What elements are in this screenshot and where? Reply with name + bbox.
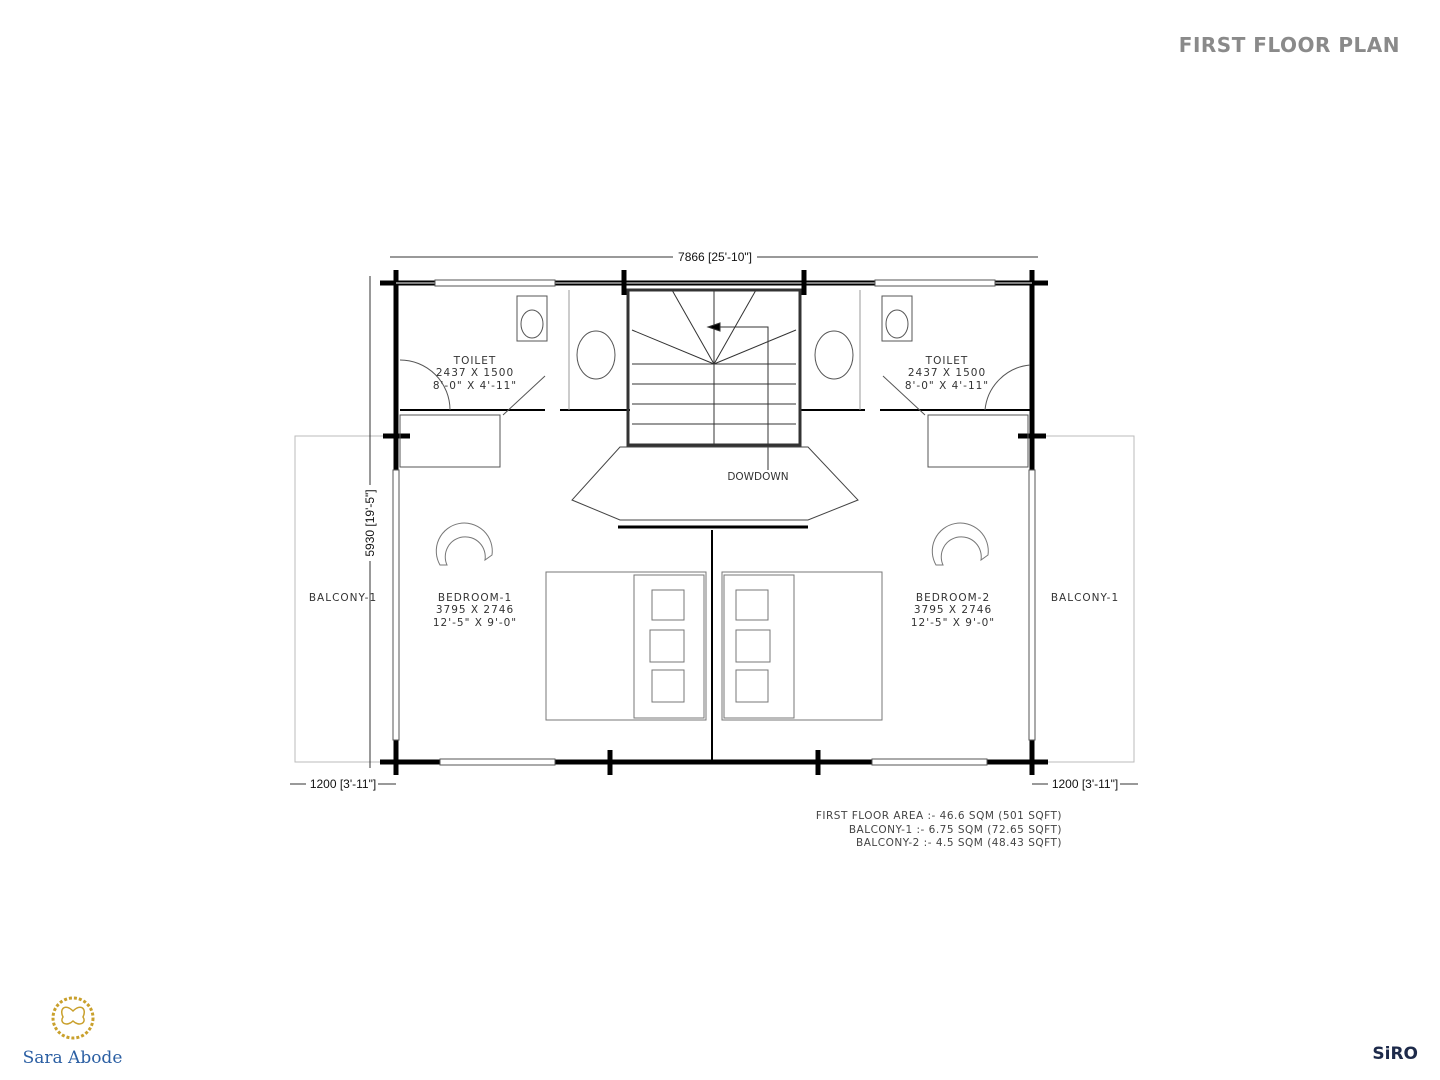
brand-name: Sara Abode <box>22 1048 123 1068</box>
area-line: BALCONY-2 :- 4.5 SQM (48.43 SQFT) <box>856 837 1062 849</box>
dimension-balcony-left: 1200 [3'-11"] <box>310 777 376 791</box>
siro-logo: SiRO <box>1372 1044 1418 1064</box>
furniture <box>435 522 989 721</box>
area-summary: FIRST FLOOR AREA :- 46.6 SQM (501 SQFT) … <box>790 810 1062 851</box>
balcony-right-label: BALCONY-1 <box>1051 592 1119 604</box>
brand-logo: Sara Abode <box>20 995 125 1068</box>
area-line: BALCONY-1 :- 6.75 SQM (72.65 SQFT) <box>848 823 1062 836</box>
dimension-balcony-right: 1200 [3'-11"] <box>1052 777 1118 791</box>
toilet-fixtures <box>399 295 1031 468</box>
windows <box>392 279 1036 766</box>
room-size: 2437 X 1500 <box>908 367 986 379</box>
room-size: 3795 X 2746 <box>914 604 992 616</box>
stair-label: DOWDOWN <box>727 471 788 483</box>
room-name: BEDROOM-2 <box>916 592 990 604</box>
room-imperial: 8'-0" X 4'-11" <box>905 380 989 392</box>
page-title: FIRST FLOOR PLAN <box>1178 33 1400 57</box>
room-imperial: 8'-0" X 4'-11" <box>433 380 517 392</box>
staircase <box>571 288 859 521</box>
dimension-width: 7866 [25'-10"] <box>678 250 752 264</box>
room-name: TOILET <box>453 355 497 367</box>
room-size: 2437 X 1500 <box>436 367 514 379</box>
room-name: BEDROOM-1 <box>438 592 512 604</box>
room-imperial: 12'-5" X 9'-0" <box>433 617 517 629</box>
balcony-left-label: BALCONY-1 <box>309 592 377 604</box>
dimension-height: 5930 [19'-5"] <box>363 489 377 556</box>
room-size: 3795 X 2746 <box>436 604 514 616</box>
area-line: FIRST FLOOR AREA :- 46.6 SQM (501 SQFT) <box>815 810 1062 822</box>
room-name: TOILET <box>925 355 969 367</box>
room-imperial: 12'-5" X 9'-0" <box>911 617 995 629</box>
butterfly-wreath-icon <box>51 996 94 1040</box>
